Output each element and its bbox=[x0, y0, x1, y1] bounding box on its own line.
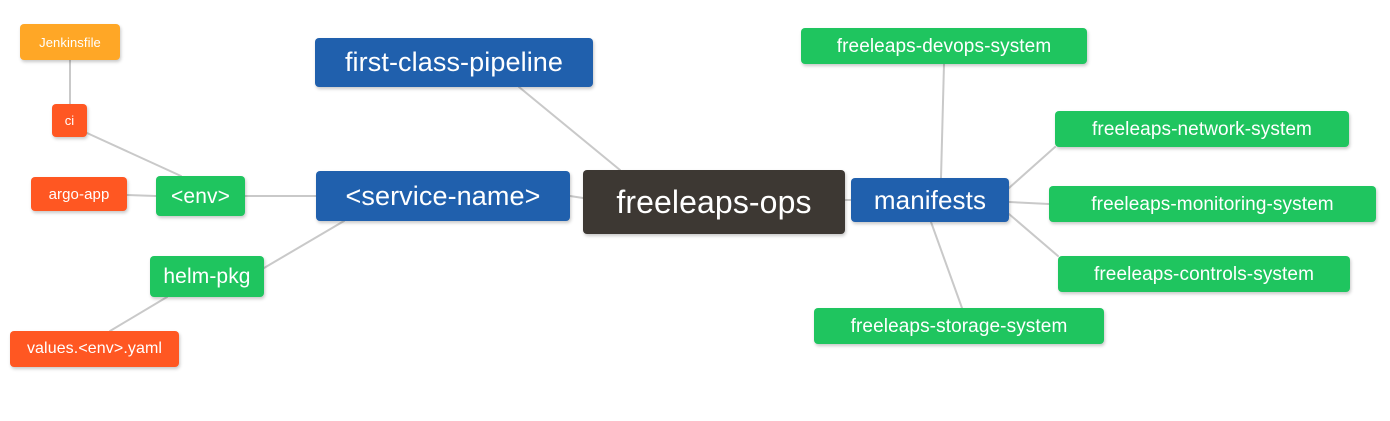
mindmap-node-label: freeleaps-storage-system bbox=[850, 315, 1068, 337]
edge-manifests-to-freeleaps-monitoring-system bbox=[1008, 201, 1050, 205]
edge-manifests-to-freeleaps-devops-system bbox=[940, 63, 945, 179]
mindmap-node-ci[interactable]: ci bbox=[52, 104, 87, 137]
mindmap-node-label: freeleaps-controls-system bbox=[1093, 263, 1315, 285]
mindmap-node-label: argo-app bbox=[48, 185, 110, 203]
mindmap-node-freeleaps-network-system[interactable]: freeleaps-network-system bbox=[1055, 111, 1349, 147]
mindmap-node-label: <service-name> bbox=[345, 180, 541, 211]
edge-manifests-to-freeleaps-storage-system bbox=[930, 221, 963, 309]
mindmap-node-freeleaps-controls-system[interactable]: freeleaps-controls-system bbox=[1058, 256, 1350, 292]
edge-helm-pkg-to-values-env-yaml bbox=[109, 296, 168, 332]
mindmap-node-first-class-pipeline[interactable]: first-class-pipeline bbox=[315, 38, 593, 87]
mindmap-node-label: <env> bbox=[171, 184, 230, 208]
edge-service-name-to-freeleaps-ops bbox=[569, 195, 584, 199]
mindmap-node-label: freeleaps-monitoring-system bbox=[1091, 193, 1334, 215]
mindmap-node-label: freeleaps-network-system bbox=[1092, 118, 1312, 140]
mindmap-node-argo-app[interactable]: argo-app bbox=[31, 177, 127, 211]
mindmap-node-service-name[interactable]: <service-name> bbox=[316, 171, 570, 221]
mindmap-node-label: Jenkinsfile bbox=[39, 34, 101, 50]
mindmap-node-label: freeleaps-ops bbox=[616, 184, 812, 220]
mindmap-node-freeleaps-devops-system[interactable]: freeleaps-devops-system bbox=[801, 28, 1087, 64]
mindmap-node-values-env-yaml[interactable]: values.<env>.yaml bbox=[10, 331, 179, 367]
mindmap-node-freeleaps-storage-system[interactable]: freeleaps-storage-system bbox=[814, 308, 1104, 344]
mindmap-node-freeleaps-ops[interactable]: freeleaps-ops bbox=[583, 170, 845, 234]
mindmap-node-label: helm-pkg bbox=[163, 265, 251, 288]
mindmap-node-label: manifests bbox=[873, 185, 987, 215]
edge-ci-to-env bbox=[86, 132, 182, 177]
mindmap-node-label: values.<env>.yaml bbox=[26, 340, 163, 357]
mindmap-node-freeleaps-monitoring-system[interactable]: freeleaps-monitoring-system bbox=[1049, 186, 1376, 222]
mindmap-node-label: ci bbox=[64, 113, 75, 128]
mindmap-node-label: first-class-pipeline bbox=[344, 47, 564, 77]
edge-first-class-pipeline-to-freeleaps-ops bbox=[518, 86, 621, 171]
edge-manifests-to-freeleaps-network-system bbox=[1008, 146, 1056, 189]
mindmap-node-manifests[interactable]: manifests bbox=[851, 178, 1009, 222]
edge-argo-app-to-env bbox=[126, 194, 157, 197]
mindmap-node-helm-pkg[interactable]: helm-pkg bbox=[150, 256, 264, 297]
mindmap-node-env[interactable]: <env> bbox=[156, 176, 245, 216]
mindmap-node-jenkinsfile[interactable]: Jenkinsfile bbox=[20, 24, 120, 60]
edge-service-name-to-helm-pkg bbox=[263, 220, 345, 269]
mindmap-node-label: freeleaps-devops-system bbox=[836, 35, 1052, 57]
